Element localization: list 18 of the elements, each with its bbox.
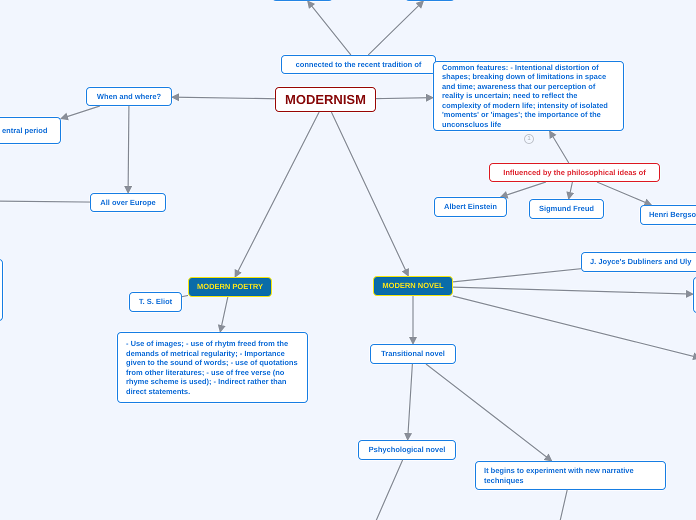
central-topic: MODERNISM	[275, 87, 376, 112]
arrow	[409, 296, 417, 345]
arrow	[596, 181, 652, 206]
arrow	[218, 296, 228, 333]
arrow	[404, 364, 413, 441]
arrow	[60, 105, 100, 120]
arrow	[330, 112, 409, 277]
arrow	[566, 182, 574, 200]
arrow	[307, 0, 352, 56]
arrow	[124, 106, 132, 194]
arrow	[368, 0, 424, 56]
arrow	[452, 286, 694, 298]
arrow	[426, 364, 552, 462]
arrow	[376, 94, 434, 102]
arrow	[171, 93, 276, 102]
arrow	[234, 112, 320, 278]
arrow	[549, 130, 570, 164]
arrow	[452, 295, 696, 360]
